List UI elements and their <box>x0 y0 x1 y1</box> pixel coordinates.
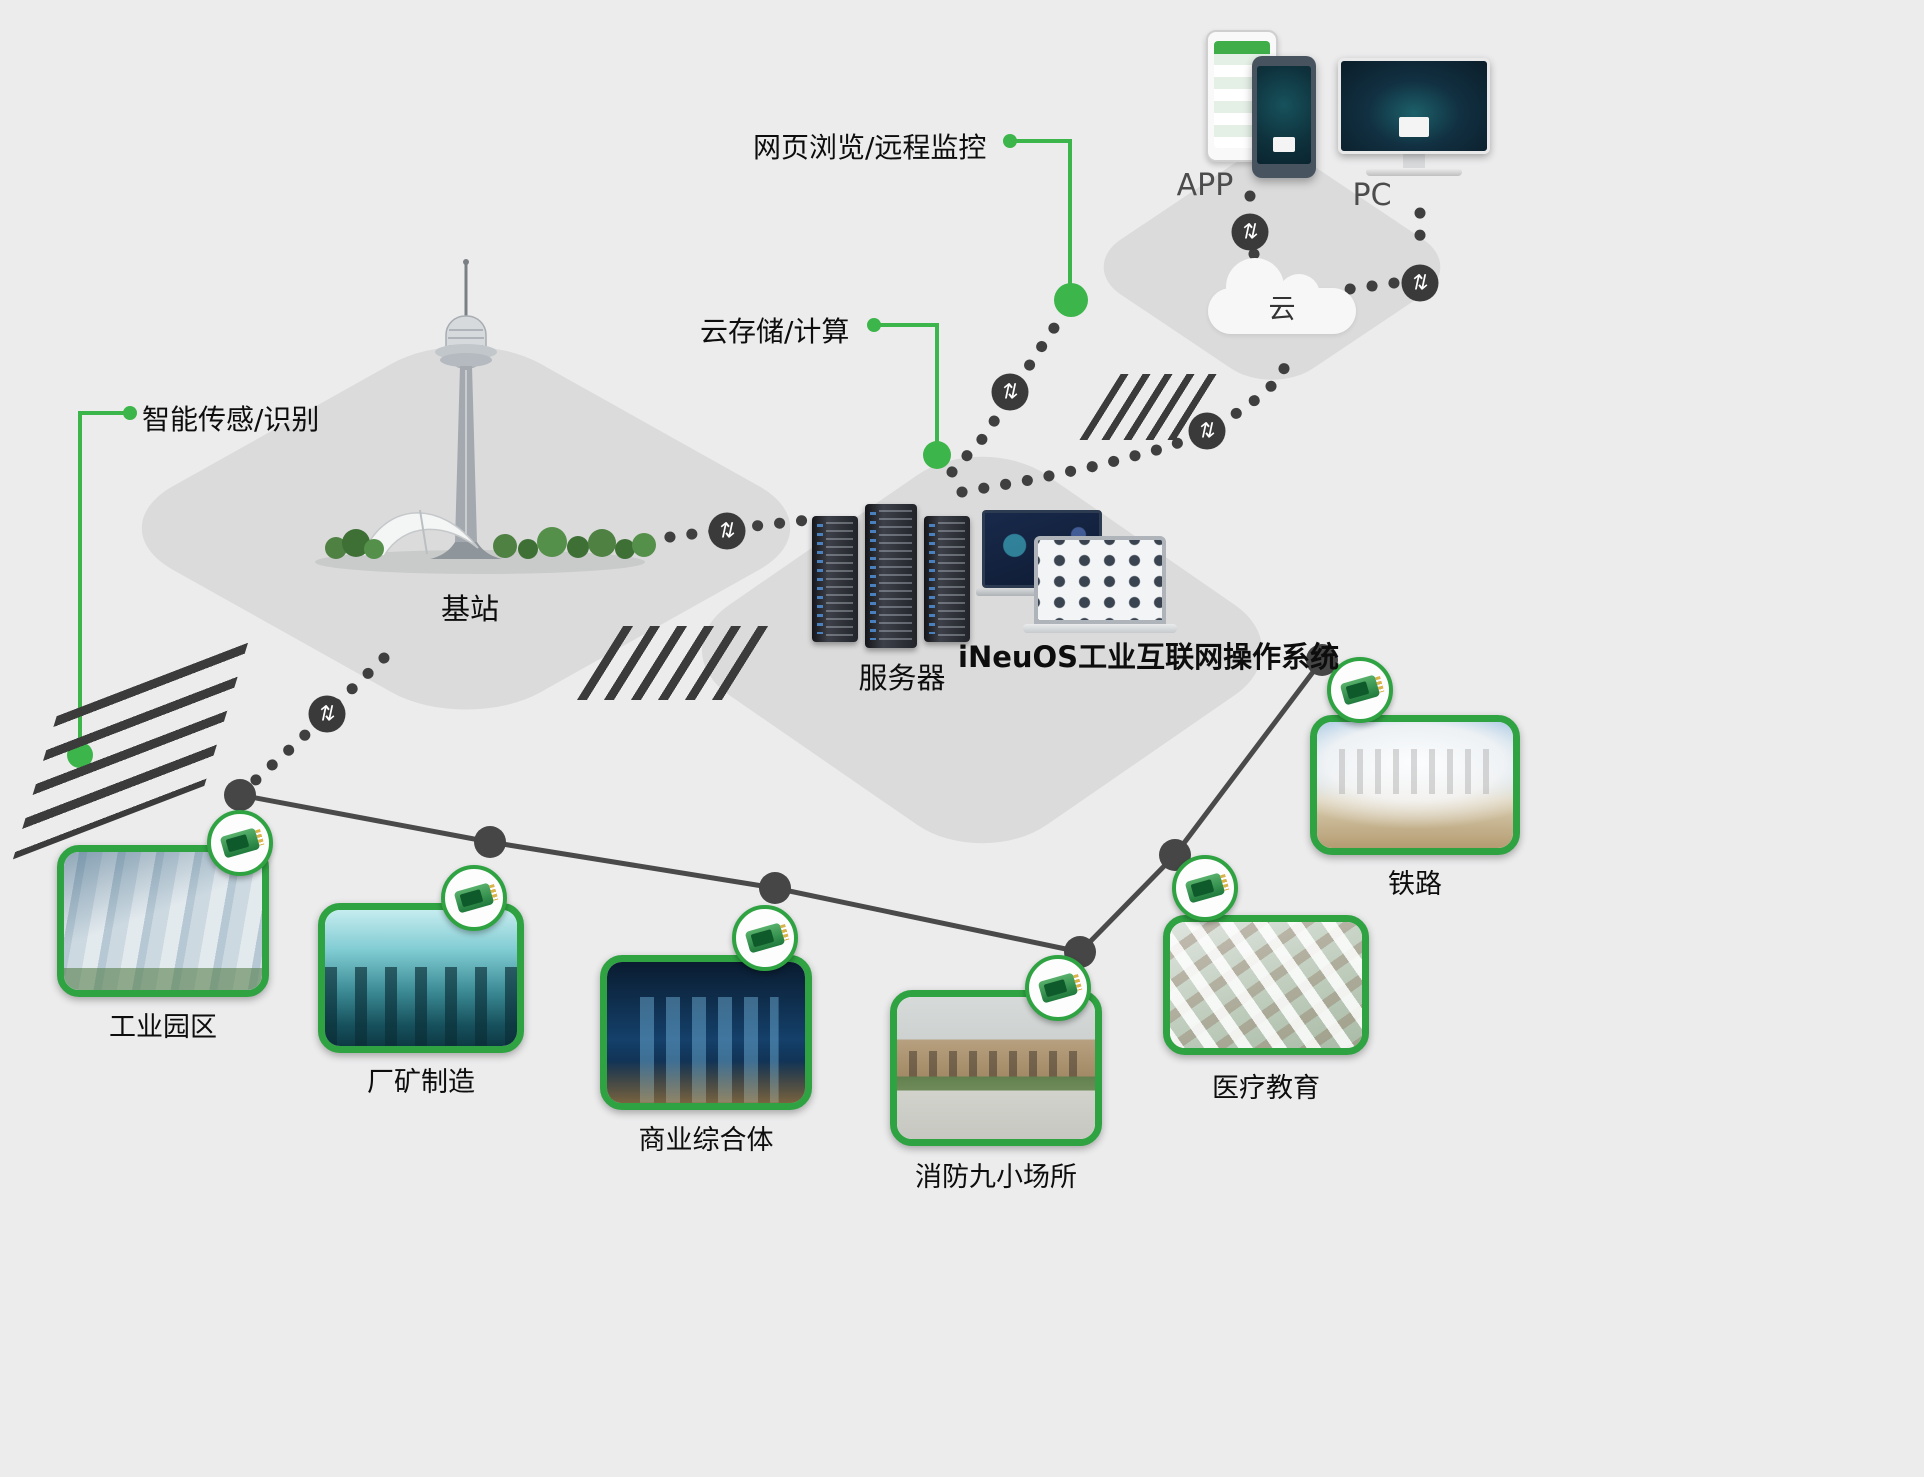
transfer-glyph: ⇅ <box>715 518 739 543</box>
callout-cloud-storage: 云存储/计算 <box>700 315 850 348</box>
site-card-commercial <box>600 955 812 1110</box>
trees <box>325 527 656 559</box>
sensor-device-icon <box>1327 657 1393 723</box>
site-label-medical-education: 医疗教育 <box>1212 1073 1320 1104</box>
pc-stand <box>1403 154 1425 168</box>
label-pc: PC <box>1352 178 1392 213</box>
server-racks <box>812 498 977 650</box>
base-station-illustration <box>315 259 656 574</box>
dotted-links-group <box>240 190 1426 795</box>
link-app-lower <box>1248 248 1268 274</box>
pc-monitor <box>1338 58 1490 176</box>
chip-icon <box>1184 872 1226 904</box>
os-screen <box>1034 536 1166 624</box>
transfer-icon: ⇅ <box>991 373 1029 411</box>
link-server-to-cloud <box>956 356 1294 498</box>
transfer-icon: ⇅ <box>708 512 746 550</box>
label-base-station: 基站 <box>440 592 500 626</box>
sensor-device-icon <box>441 865 507 931</box>
label-os: iNeuOS工业互联网操作系统 <box>958 640 1340 674</box>
transfer-icon: ⇅ <box>1401 264 1439 302</box>
chip-icon <box>453 882 495 914</box>
callout-web-monitor: 网页浏览/远程监控 <box>753 131 987 164</box>
site-photo <box>325 910 517 1046</box>
junction-nodes <box>224 644 1338 968</box>
chip-icon <box>219 827 261 859</box>
sensor-device-icon <box>1172 855 1238 921</box>
server-rack <box>924 516 970 642</box>
transfer-glyph: ⇅ <box>315 701 339 726</box>
server-rack <box>812 516 858 642</box>
server-rack <box>865 504 917 648</box>
pc-stand-base <box>1366 168 1462 176</box>
site-label-factory: 厂矿制造 <box>367 1067 475 1098</box>
link-base-to-server <box>642 514 814 546</box>
transfer-glyph: ⇅ <box>998 379 1022 404</box>
site-photo <box>1317 722 1513 848</box>
network-line-group <box>224 644 1338 968</box>
sensor-device-icon <box>207 810 273 876</box>
callout-lines-group <box>78 139 1072 748</box>
label-app: APP <box>1176 168 1234 203</box>
callout-sensing: 智能传感/识别 <box>142 403 320 436</box>
site-label-fire-places: 消防九小场所 <box>915 1162 1077 1193</box>
transfer-icon: ⇅ <box>1231 213 1269 251</box>
transfer-icon: ⇅ <box>1188 412 1226 450</box>
network-line <box>239 658 1324 955</box>
transfer-glyph: ⇅ <box>1408 270 1432 295</box>
site-label-railway: 铁路 <box>1388 869 1442 900</box>
site-photo <box>607 962 805 1103</box>
label-server: 服务器 <box>858 661 946 695</box>
site-label-industrial-park: 工业园区 <box>109 1012 217 1043</box>
cloud-label: 云 <box>1268 294 1296 325</box>
transfer-icon: ⇅ <box>308 695 346 733</box>
site-card-medical-education <box>1163 915 1369 1055</box>
chip-icon <box>744 922 786 954</box>
site-card-railway <box>1310 715 1520 855</box>
transfer-glyph: ⇅ <box>1238 219 1262 244</box>
site-card-factory <box>318 903 524 1053</box>
pc-screen <box>1338 58 1490 154</box>
os-laptop <box>1023 536 1177 633</box>
sensor-device-icon <box>732 905 798 971</box>
site-photo <box>1170 922 1362 1048</box>
chip-icon <box>1339 674 1381 706</box>
chip-icon <box>1037 972 1079 1004</box>
transfer-glyph: ⇅ <box>1195 418 1219 443</box>
sensor-device-icon <box>1025 955 1091 1021</box>
phone-monitor <box>1252 56 1316 178</box>
laptop-base <box>1023 624 1177 633</box>
site-photo <box>64 852 262 990</box>
cloud-shape: 云 <box>1208 252 1356 334</box>
link-pc-lower <box>1344 277 1400 295</box>
site-label-commercial: 商业综合体 <box>638 1125 774 1156</box>
